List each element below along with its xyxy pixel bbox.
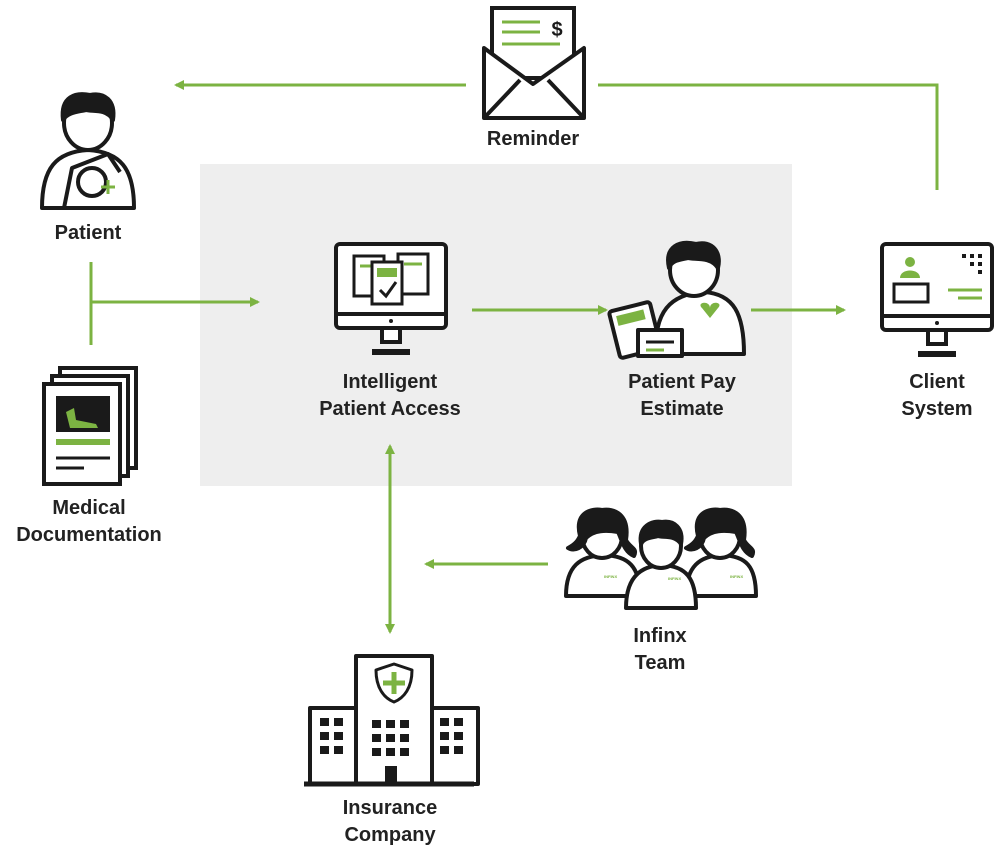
team-badge-left: INFINX [604,574,617,579]
reminder-label: Reminder [486,128,580,150]
hospital-building-icon [304,654,480,787]
insurance-company-label: Insurance Company [342,797,438,846]
medical-documentation-label: Medical Documentation [16,497,162,546]
connectors [89,80,939,634]
intelligent-patient-access-label: Intelligent Patient Access [319,371,461,420]
infinx-team-label: Infinx Team [633,625,687,674]
patient-label: Patient [54,222,122,244]
team-people-icon: INFINX INFINX INFINX [564,507,758,610]
team-badge-center: INFINX [668,576,681,581]
connector-client-to-reminder [598,83,939,190]
person-calculator-icon [607,240,746,360]
monitor-documents-icon [334,242,448,355]
monitor-profile-icon [880,242,994,357]
envelope-dollar-icon: $ [482,6,586,120]
patient-arm-sling-icon [40,92,136,210]
client-system-label: Client System [901,371,973,420]
medical-documents-icon [42,366,138,486]
patient-pay-estimate-label: Patient Pay Estimate [628,371,736,420]
dollar-symbol: $ [551,19,562,41]
team-badge-right: INFINX [730,574,743,579]
